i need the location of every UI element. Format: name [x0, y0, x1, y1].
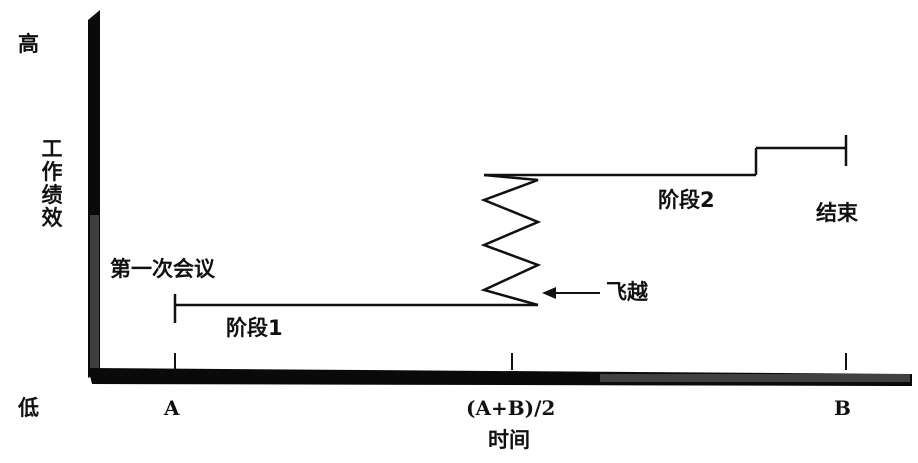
phase2-label: 阶段2: [658, 188, 715, 212]
x-tick-b: B: [834, 396, 851, 420]
leap-zigzag: [480, 173, 542, 307]
x-axis-title: 时间: [488, 428, 530, 452]
x-axis-texture: [600, 374, 910, 382]
y-high-label: 高: [18, 32, 39, 56]
y-low-label: 低: [18, 396, 39, 420]
y-axis-title: 工作绩效: [41, 137, 63, 230]
end-label: 结束: [816, 201, 858, 225]
y-axis-texture: [90, 215, 99, 375]
x-tick-mid: (A+B)/2: [466, 396, 556, 420]
leap-arrow-head: [542, 287, 556, 299]
leap-label: 飞越: [606, 280, 648, 304]
first-meeting-label: 第一次会议: [110, 257, 215, 281]
x-tick-a: A: [164, 396, 180, 420]
phase1-label: 阶段1: [226, 316, 283, 340]
